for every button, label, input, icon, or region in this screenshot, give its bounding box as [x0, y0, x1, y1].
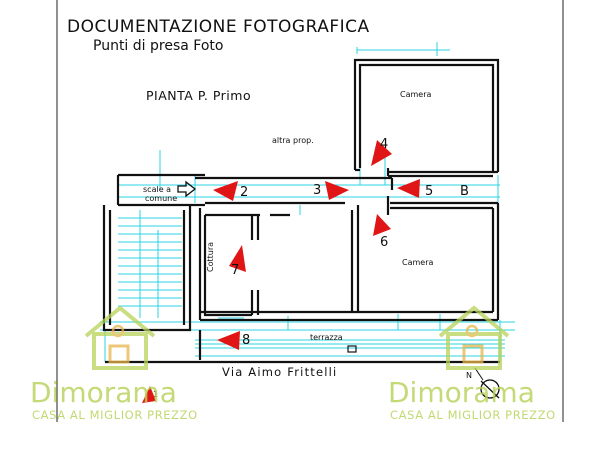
- photo-point-2-marker: [213, 181, 238, 201]
- page-subtitle: Punti di presa Foto: [93, 38, 223, 54]
- photo-point-4-marker: [371, 140, 392, 166]
- photo-point-3-label: 3: [313, 183, 321, 198]
- photo-point-6-marker: [373, 214, 391, 236]
- staircase: [118, 210, 182, 318]
- watermark-brand: Dimorama: [388, 376, 535, 409]
- photo-point-8-marker: [217, 331, 240, 350]
- street-name: Via Aimo Frittelli: [222, 365, 337, 379]
- label-b: B: [460, 184, 469, 199]
- floor-label: PIANTA P. Primo: [146, 88, 251, 103]
- page-title: DOCUMENTAZIONE FOTOGRAFICA: [67, 17, 370, 37]
- photo-point-7-label: 7: [231, 263, 239, 278]
- photo-point-1-label: 1: [153, 390, 158, 399]
- watermark-tagline: CASA AL MIGLIOR PREZZO: [32, 408, 198, 422]
- photo-point-5-label: 5: [425, 184, 433, 199]
- photo-point-1-marker: [142, 386, 156, 403]
- photo-point-5-marker: [397, 179, 420, 198]
- watermark-brand: Dimorama: [30, 376, 177, 409]
- watermark-right: Dimorama CASA AL MIGLIOR PREZZO: [388, 305, 556, 422]
- house-logo-icon: [84, 305, 156, 370]
- photo-point-8-label: 8: [242, 333, 250, 348]
- room-label-cottura: Cottura: [206, 242, 215, 272]
- label-scale-a: scale a: [143, 185, 171, 194]
- walls: [102, 58, 500, 364]
- watermark-tagline: CASA AL MIGLIOR PREZZO: [390, 408, 556, 422]
- house-logo-icon: [438, 305, 510, 370]
- label-comune: comune: [145, 194, 177, 203]
- room-label-terrazza: terrazza: [310, 333, 343, 342]
- label-altra-prop: altra prop.: [272, 136, 314, 145]
- photo-point-4-label: 4: [380, 137, 388, 152]
- room-label-camera-top: Camera: [400, 90, 431, 99]
- watermark-left: Dimorama CASA AL MIGLIOR PREZZO: [30, 305, 198, 422]
- entry-arrow-icon: [177, 180, 197, 198]
- photo-point-6-label: 6: [380, 235, 388, 250]
- photo-point-2-label: 2: [240, 185, 248, 200]
- room-label-camera-bottom: Camera: [402, 258, 433, 267]
- photo-points: [142, 140, 420, 403]
- photo-point-7-marker: [229, 245, 246, 272]
- north-label: N: [466, 371, 472, 380]
- photo-point-3-marker: [325, 181, 349, 200]
